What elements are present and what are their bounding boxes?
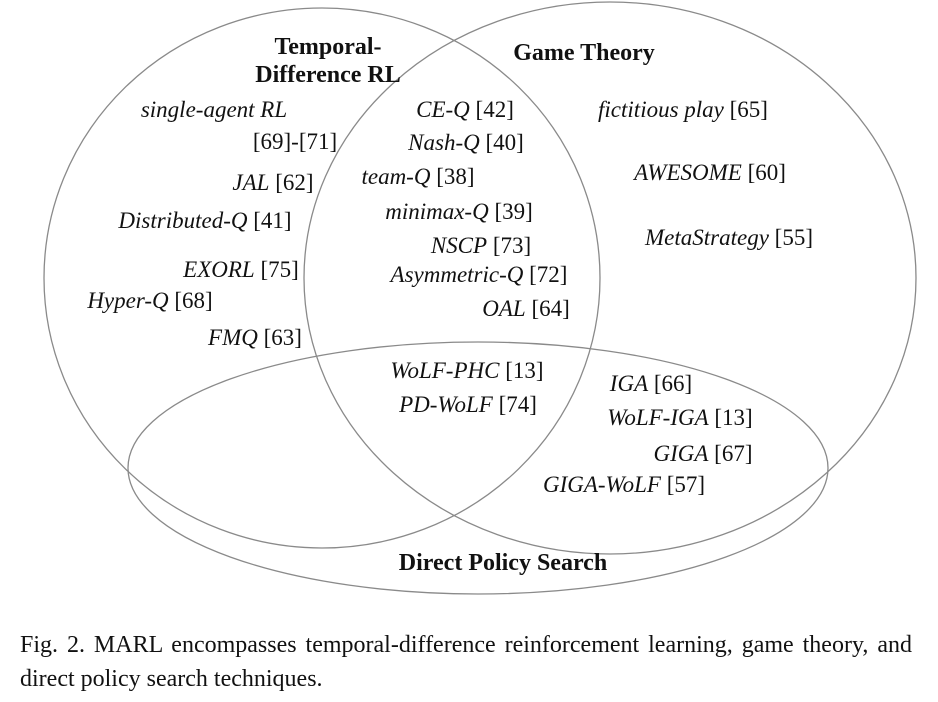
item-ce-q: CE-Q [42] [416, 97, 514, 122]
item-nscp: NSCP [73] [430, 233, 531, 258]
set-title-td-rl-line2: Difference RL [255, 62, 401, 88]
item-awesome: AWESOME [60] [632, 160, 786, 185]
item-jal: JAL [62] [232, 170, 313, 195]
set-title-game-theory: Game Theory [513, 40, 655, 66]
item-wolf-phc: WoLF-PHC [13] [390, 358, 543, 383]
figure-caption: Fig. 2. MARL encompasses temporal-differ… [20, 632, 912, 692]
item-distributed-q: Distributed-Q [41] [117, 208, 291, 233]
direct-policy-search-ellipse [127, 341, 829, 595]
item-team-q: team-Q [38] [361, 164, 474, 189]
venn-diagram: Temporal- Difference RL Game Theory Dire… [43, 1, 917, 595]
item-giga-wolf: GIGA-WoLF [57] [543, 472, 705, 497]
item-single-agent-rl: single-agent RL [141, 97, 287, 122]
set-title-direct-policy-search: Direct Policy Search [399, 550, 607, 576]
game-theory-circle [303, 1, 917, 555]
item-giga: GIGA [67] [653, 441, 752, 466]
set-title-td-rl-line1: Temporal- [274, 34, 381, 60]
td-rl-circle [43, 7, 601, 549]
item-nash-q: Nash-Q [40] [407, 130, 524, 155]
item-iga: IGA [66] [609, 371, 692, 396]
item-hyper-q: Hyper-Q [68] [86, 288, 212, 313]
item-exorl: EXORL [75] [182, 257, 299, 282]
item-wolf-iga: WoLF-IGA [13] [607, 405, 752, 430]
item-single-agent-rl-refs: [69]-[71] [253, 129, 337, 154]
item-asymmetric-q: Asymmetric-Q [72] [389, 262, 568, 287]
item-fmq: FMQ [63] [207, 325, 302, 350]
item-minimax-q: minimax-Q [39] [385, 199, 533, 224]
item-pd-wolf: PD-WoLF [74] [398, 392, 537, 417]
item-oal: OAL [64] [482, 296, 570, 321]
item-metastrategy: MetaStrategy [55] [644, 225, 813, 250]
item-fictitious-play: fictitious play [65] [598, 97, 768, 122]
